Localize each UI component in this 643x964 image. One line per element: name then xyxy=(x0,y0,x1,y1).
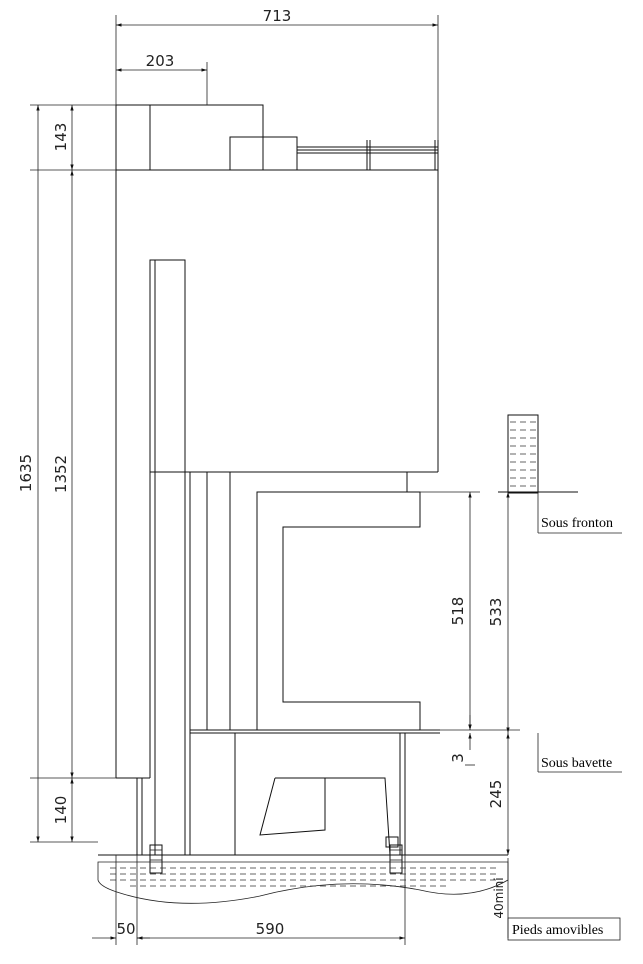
label-sous-fronton: Sous fronton xyxy=(541,516,613,531)
firebox-profile xyxy=(256,491,421,731)
foot-right xyxy=(389,844,403,874)
label-leaders xyxy=(507,492,622,941)
fireplace-outline xyxy=(98,104,508,874)
dim-flue-offset: 203 xyxy=(146,52,175,70)
dim-overall-width: 713 xyxy=(263,7,292,25)
dim-total-height: 1635 xyxy=(17,454,35,492)
label-sous-bavette: Sous bavette xyxy=(541,756,612,771)
dim-top-height: 143 xyxy=(52,123,70,152)
label-pieds-amovibles: Pieds amovibles xyxy=(512,923,603,938)
dim-sill-gap: 3 xyxy=(449,753,467,763)
dim-base-height: 140 xyxy=(52,796,70,825)
dim-feet-min: 40mini xyxy=(492,877,506,918)
inner-flue xyxy=(149,259,186,473)
foot-left xyxy=(149,844,163,874)
dim-body-height: 1352 xyxy=(52,455,70,493)
fronton-hatch-block xyxy=(498,414,578,494)
floor-slab xyxy=(97,861,509,904)
dim-rear-offset: 50 xyxy=(116,920,135,938)
dim-hood-to-sill: 533 xyxy=(487,598,505,627)
dim-opening-height: 518 xyxy=(449,597,467,626)
dim-sill-to-floor: 245 xyxy=(487,780,505,809)
dim-depth: 590 xyxy=(256,920,285,938)
dimension-lines xyxy=(30,15,520,945)
